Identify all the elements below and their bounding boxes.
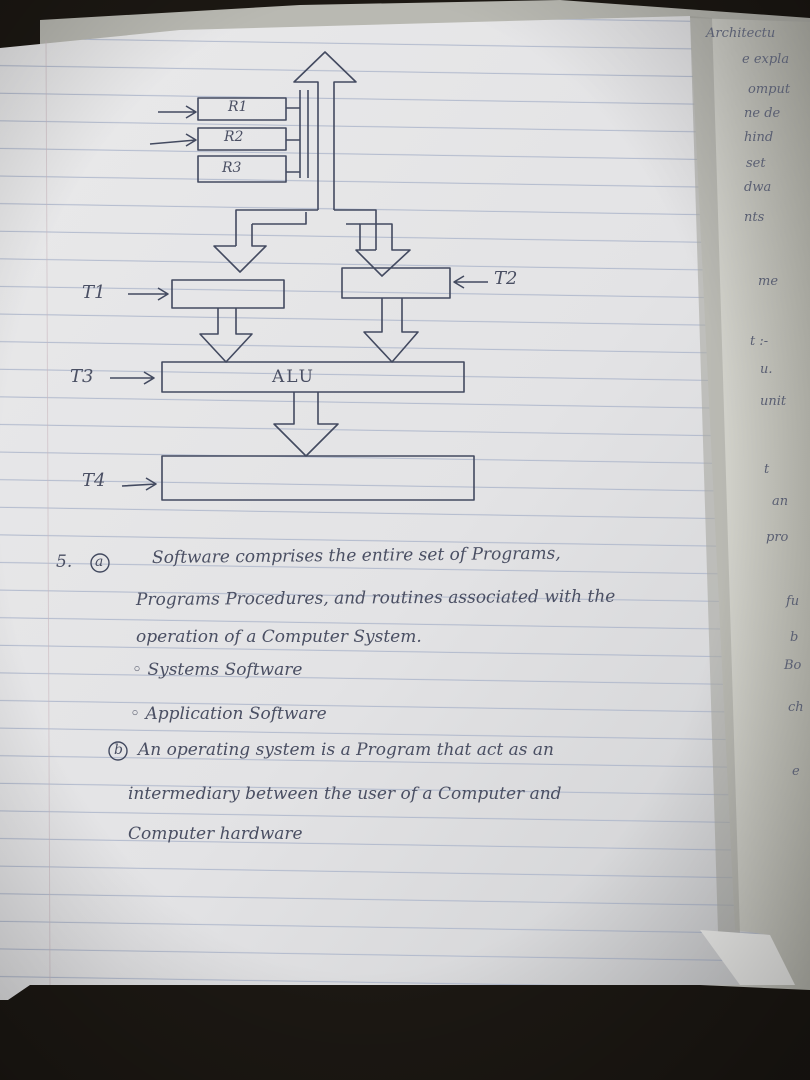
cpu-diagram	[110, 51, 488, 501]
right-page-fragment: Architectu	[706, 26, 776, 41]
right-page-fragment: dwa	[744, 180, 772, 195]
right-page-fragment: unit	[760, 394, 787, 409]
register-r2-box	[197, 127, 287, 151]
register-r3-box	[197, 155, 287, 183]
right-page-fragment: b	[790, 630, 799, 645]
timing-label-t3: T3	[70, 366, 94, 387]
register-r3-label: R3	[222, 160, 242, 176]
part-b-line-2: intermediary between the user of a Compu…	[128, 784, 562, 804]
right-page-fragment: ne de	[744, 106, 781, 121]
right-page-fragment: e expla	[742, 52, 790, 67]
alu-label: ALU	[272, 367, 315, 387]
t1-register-box	[171, 279, 285, 309]
part-a-line-1: Software comprises the entire set of Pro…	[151, 543, 561, 568]
right-page-fragment: hind	[744, 130, 774, 145]
right-page-fragment: me	[758, 274, 779, 289]
register-r1-box	[197, 97, 287, 121]
right-page-fragment: t	[764, 462, 770, 477]
bullet-item-2-text: Application Software	[145, 704, 327, 724]
bus-up-arrow	[293, 51, 357, 210]
bullet-item-1-text: Systems Software	[147, 660, 303, 680]
timing-label-t2: T2	[494, 268, 518, 289]
part-a-line-3: operation of a Computer System.	[136, 627, 422, 647]
bullet-item-2: ◦ Application Software	[130, 704, 327, 724]
register-r2-label: R2	[224, 129, 244, 145]
part-b-marker: b	[114, 742, 123, 758]
right-page-fragment: ch	[788, 700, 804, 715]
right-page-fragment: omput	[748, 82, 791, 97]
right-page-fragment: e	[792, 764, 800, 779]
right-page-fragment: set	[746, 156, 766, 171]
right-page-fragment: nts	[744, 210, 765, 225]
right-page-fragment: u.	[760, 362, 773, 377]
right-page-fragment: pro	[766, 530, 789, 545]
part-b-line-1: An operating system is a Program that ac…	[138, 740, 555, 760]
t2-register-box	[341, 267, 451, 299]
bullet-item-1: ◦ Systems Software	[132, 660, 303, 680]
question-number: 5.	[56, 552, 73, 572]
timing-label-t4: T4	[82, 470, 106, 491]
part-a-marker: a	[95, 554, 104, 570]
part-a-line-2: Programs Procedures, and routines associ…	[135, 586, 616, 610]
timing-label-t1: T1	[82, 282, 106, 303]
right-page-fragment: t :-	[750, 334, 769, 349]
part-b-line-3: Computer hardware	[128, 824, 303, 844]
accumulator-box	[161, 455, 475, 501]
right-page-fragment: an	[772, 494, 789, 509]
right-page-fragment: fu	[786, 594, 800, 609]
register-r1-label: R1	[228, 99, 248, 115]
right-page-fragment: Bo	[784, 658, 802, 673]
alu-box	[161, 361, 465, 393]
